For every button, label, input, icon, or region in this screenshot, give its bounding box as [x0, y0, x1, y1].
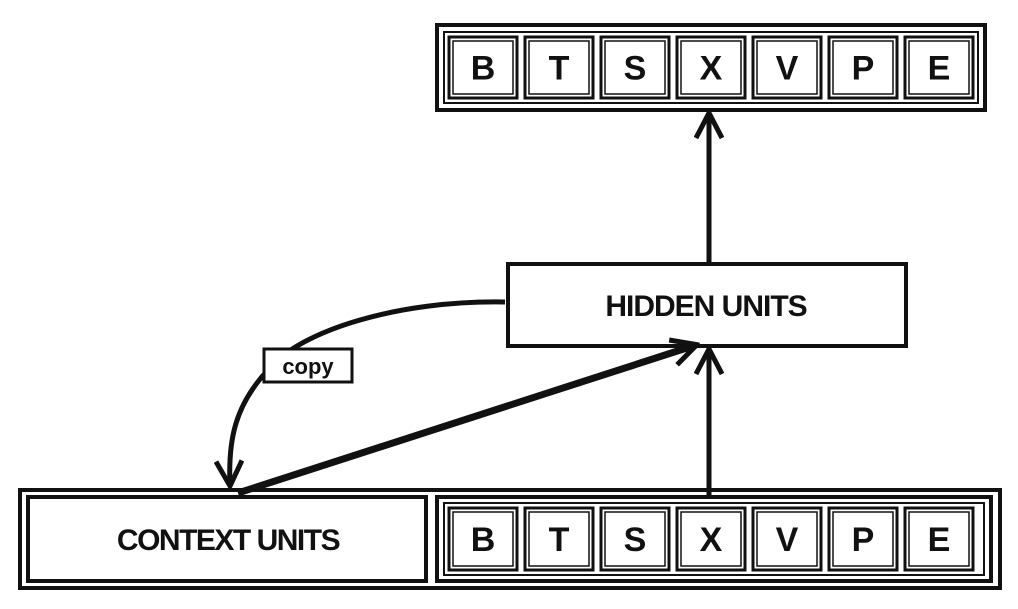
- copy-arrow: [230, 299, 506, 485]
- input-unit-v: V: [751, 506, 823, 572]
- output-unit-x: X: [675, 35, 747, 100]
- output-unit-label: V: [776, 50, 799, 88]
- output-unit-e: E: [903, 35, 975, 100]
- output-unit-p: P: [827, 35, 899, 100]
- output-unit-b: B: [447, 35, 519, 100]
- input-unit-label: E: [928, 521, 951, 559]
- bottom-layer: CONTEXT UNITS B T S X V P E: [18, 488, 1002, 590]
- input-unit-box: [675, 506, 747, 572]
- input-unit-x: X: [675, 506, 747, 572]
- input-unit-inner-box: [908, 511, 970, 567]
- input-unit-label: V: [776, 521, 799, 559]
- input-unit-inner-box: [756, 511, 818, 567]
- output-unit-inner-box: [908, 40, 970, 95]
- hidden-layer-label: HIDDEN UNITS: [605, 290, 806, 323]
- output-unit-label: X: [700, 50, 723, 88]
- input-unit-box: [599, 506, 671, 572]
- input-unit-inner-box: [604, 511, 666, 567]
- input-unit-box: [751, 506, 823, 572]
- input-unit-label: S: [624, 521, 647, 559]
- output-unit-inner-box: [528, 40, 590, 95]
- output-unit-label: S: [624, 50, 647, 88]
- input-unit-p: P: [827, 506, 899, 572]
- input-unit-inner-box: [680, 511, 742, 567]
- output-unit-box: [751, 35, 823, 100]
- output-unit-t: T: [523, 35, 595, 100]
- output-unit-inner-box: [604, 40, 666, 95]
- output-unit-label: P: [852, 50, 875, 88]
- context-layer-label: CONTEXT UNITS: [117, 524, 340, 557]
- context-layer: CONTEXT UNITS: [26, 495, 428, 583]
- input-unit-s: S: [599, 506, 671, 572]
- copy-label: copy: [262, 347, 354, 384]
- input-unit-label: X: [700, 521, 723, 559]
- input-unit-box: [903, 506, 975, 572]
- copy-label-text: copy: [282, 354, 334, 379]
- hidden-layer: HIDDEN UNITS: [506, 262, 908, 348]
- input-unit-t: T: [523, 506, 595, 572]
- input-unit-e: E: [903, 506, 975, 572]
- output-unit-v: V: [751, 35, 823, 100]
- input-unit-inner-box: [452, 511, 514, 567]
- input-unit-label: B: [471, 521, 496, 559]
- output-unit-label: E: [928, 50, 951, 88]
- output-unit-label: T: [549, 50, 570, 88]
- input-unit-b: B: [447, 506, 519, 572]
- output-unit-box: [599, 35, 671, 100]
- output-unit-label: B: [471, 50, 496, 88]
- input-unit-inner-box: [528, 511, 590, 567]
- output-unit-box: [523, 35, 595, 100]
- output-unit-inner-box: [680, 40, 742, 95]
- input-unit-inner-box: [832, 511, 894, 567]
- output-unit-box: [447, 35, 519, 100]
- input-unit-box: [447, 506, 519, 572]
- output-unit-inner-box: [832, 40, 894, 95]
- input-unit-box: [827, 506, 899, 572]
- output-unit-inner-box: [452, 40, 514, 95]
- output-unit-box: [903, 35, 975, 100]
- output-unit-box: [827, 35, 899, 100]
- output-unit-inner-box: [756, 40, 818, 95]
- input-unit-label: P: [852, 521, 875, 559]
- context-to-hidden-arrow: [236, 345, 696, 497]
- output-unit-box: [675, 35, 747, 100]
- output-unit-s: S: [599, 35, 671, 100]
- input-unit-box: [523, 506, 595, 572]
- input-unit-label: T: [549, 521, 570, 559]
